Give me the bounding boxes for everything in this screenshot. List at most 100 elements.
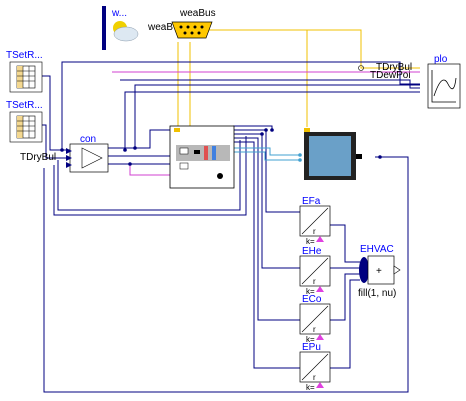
bus-pin — [193, 25, 197, 29]
room-heat-port — [356, 154, 362, 159]
line-tset1 — [42, 75, 70, 151]
line-hvac-out-4 — [233, 141, 300, 369]
bus-pin — [186, 25, 190, 29]
plot-icon — [431, 70, 457, 103]
weather-label: w... — [111, 8, 127, 19]
ehvac-sum-block[interactable]: EHVAC + fill(1, nu) — [358, 244, 401, 299]
tset1-label: TSetR... — [6, 50, 43, 61]
controller-label: con — [80, 134, 96, 145]
hvac-sensor — [194, 150, 200, 154]
line-con-out-6 — [134, 84, 420, 148]
bus-pin — [190, 31, 194, 35]
integrator-icon — [301, 257, 329, 285]
ecoo-reset-port — [316, 334, 324, 340]
line-con-out-5 — [124, 91, 420, 150]
ecoo-k-label: k= — [306, 335, 315, 344]
room-weather-port — [304, 128, 310, 132]
ecoo-r-label: r — [313, 325, 316, 334]
hvac-system-block[interactable] — [169, 125, 235, 189]
line-loop-bottom-2 — [53, 136, 247, 216]
plot-block[interactable]: plo TDryBul TDewPoi — [358, 54, 461, 109]
integrator-epum[interactable]: EPu r k= — [299, 342, 331, 392]
controller-inputs — [66, 148, 72, 168]
controller-block[interactable]: con TDryBul — [20, 134, 109, 173]
line-e-fan — [330, 224, 360, 263]
line-hvac-out-3 — [233, 137, 300, 321]
weather-bus[interactable]: weaBus — [171, 8, 216, 39]
signal-lines — [42, 61, 420, 393]
epum-reset-port — [316, 382, 324, 388]
line-con-out-1 — [108, 129, 170, 149]
plot-port — [358, 65, 364, 71]
hvac-duct — [176, 145, 230, 161]
line-loop-bottom — [57, 140, 241, 211]
bus-pin — [197, 31, 201, 35]
efan-label: EFa — [302, 196, 321, 207]
bus-pin — [183, 31, 187, 35]
sum-sign-icon: + — [376, 266, 382, 277]
ehvac-input-port — [359, 257, 369, 283]
hvac-pump — [217, 173, 223, 179]
weather-data-block[interactable]: w... weaB — [102, 6, 173, 50]
cloud-icon — [113, 26, 139, 42]
line-room-heat-2 — [233, 151, 300, 161]
combitimetable-icon — [16, 115, 36, 139]
line-con-out-4 — [129, 164, 170, 176]
controller-triangle-icon — [81, 147, 103, 169]
line-tset2 — [42, 124, 70, 159]
hvac-coil-heat — [204, 146, 208, 160]
efan-r-label: r — [313, 227, 316, 236]
hvac-coil-cool — [212, 146, 216, 160]
tset-table-2[interactable]: TSetR... — [6, 100, 43, 143]
ehvac-output-port — [393, 265, 401, 275]
integrator-ecoo[interactable]: ECo r k= — [299, 294, 331, 344]
integrator-icon — [301, 305, 329, 333]
tset2-label: TSetR... — [6, 100, 43, 111]
plot-frame — [427, 63, 461, 109]
room-block[interactable] — [298, 128, 362, 180]
bus-pin — [200, 25, 204, 29]
epum-label: EPu — [302, 342, 321, 353]
ehvac-frame — [367, 255, 395, 285]
line-room-heat-1 — [233, 147, 300, 156]
integrator-icon — [301, 353, 329, 381]
tdrybul-right-label: TDryBul — [376, 62, 412, 73]
epum-k-label: k= — [306, 383, 315, 392]
integrator-icon — [301, 207, 329, 235]
tdewpoi-label: TDewPoi — [370, 70, 411, 81]
line-e-pum — [330, 279, 360, 369]
ecoo-label: ECo — [302, 294, 322, 305]
ehvac-param-label: fill(1, nu) — [358, 288, 396, 299]
room-interior — [309, 136, 351, 176]
integrator-ehea[interactable]: EHe r k= — [299, 246, 331, 296]
tset-table-1[interactable]: TSetR... — [6, 50, 43, 93]
combitimetable-icon — [16, 65, 36, 89]
efan-reset-port — [316, 236, 324, 242]
serial-bus-connector-icon — [171, 21, 213, 39]
bus-pin — [179, 25, 183, 29]
line-hvac-out-1 — [233, 129, 300, 213]
hvac-fan — [179, 147, 189, 155]
line-weather-top — [61, 61, 420, 150]
ehea-r-label: r — [313, 277, 316, 286]
line-e-coo — [330, 273, 360, 321]
hvac-damper — [179, 162, 189, 170]
room-port-dot — [298, 158, 302, 162]
hvac-top-connector — [174, 128, 180, 132]
ehea-k-label: k= — [306, 287, 315, 296]
connection-nodes — [60, 128, 382, 166]
epum-r-label: r — [313, 373, 316, 382]
efan-k-label: k= — [306, 237, 315, 246]
line-tdry — [120, 79, 420, 89]
room-port-dot — [298, 153, 302, 157]
ehea-reset-port — [316, 286, 324, 292]
plot-label: plo — [434, 54, 448, 65]
ehvac-label: EHVAC — [360, 244, 394, 255]
line-hvac-out-2 — [233, 133, 300, 269]
weather-block-bar — [102, 6, 106, 50]
weather-output-label: weaB — [147, 22, 173, 33]
ehea-label: EHe — [302, 246, 322, 257]
integrator-efan[interactable]: EFa r k= — [299, 196, 331, 246]
tdrybul-left-label: TDryBul — [20, 152, 56, 163]
